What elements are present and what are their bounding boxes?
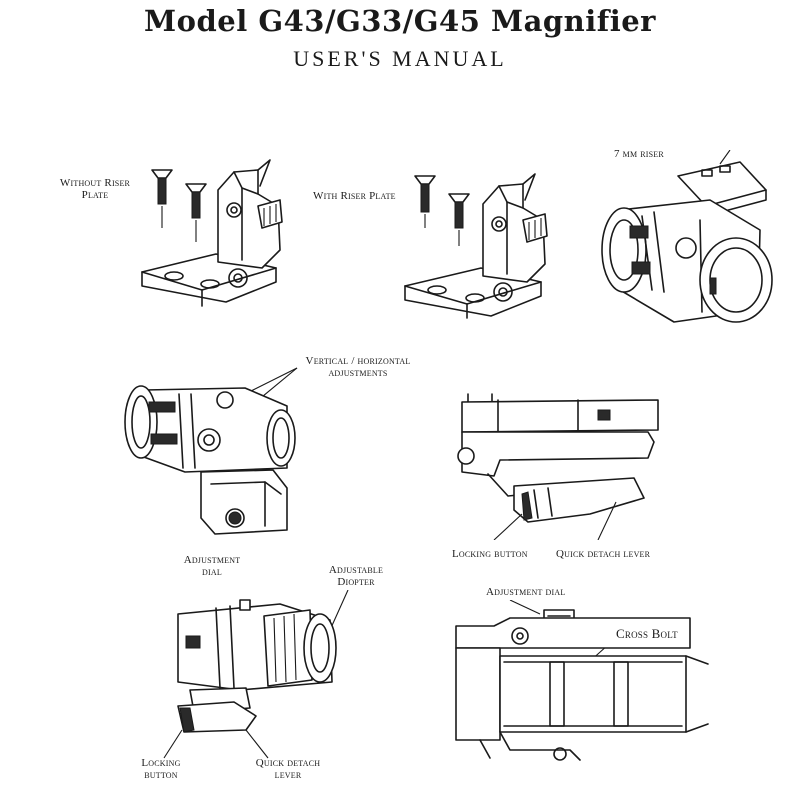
- vh-adjustments-label: Vertical / horizontal adjustments: [300, 355, 416, 379]
- manual-title: Model G43/G33/G45 Magnifier: [144, 4, 656, 38]
- label-line: dial: [202, 566, 222, 578]
- screw-icon: [448, 193, 470, 246]
- magnifier-adjustments-drawing: [124, 367, 298, 535]
- label-line: Without Riser: [59, 177, 131, 189]
- label-line: Locking: [141, 757, 181, 769]
- cross-bolt-mount-drawing: [455, 600, 709, 761]
- label-line: lever: [274, 769, 302, 781]
- locking-button-top-label: Locking button: [452, 548, 528, 560]
- magnifier-diopter-drawing: [163, 590, 349, 759]
- riser-7mm-label: 7 mm riser: [614, 148, 664, 160]
- locking-button-bottom-label: Locking button: [136, 757, 186, 781]
- label-line: adjustments: [328, 367, 388, 379]
- screw-icon: [185, 183, 207, 242]
- mount-with-riser-drawing: [404, 173, 548, 319]
- adjustable-diopter-label: Adjustable Diopter: [326, 564, 386, 588]
- screw-icon: [151, 169, 173, 228]
- label-line: Adjustment: [183, 554, 241, 566]
- manual-subtitle: USER'S MANUAL: [293, 46, 507, 71]
- quick-detach-top-label: Quick detach lever: [556, 548, 651, 560]
- label-line: button: [144, 769, 178, 781]
- screw-icon: [414, 175, 436, 228]
- cross-bolt-label: Cross Bolt: [616, 626, 678, 641]
- adjustment-dial-right-label: Adjustment dial: [486, 586, 566, 598]
- with-riser-label: With Riser Plate: [313, 190, 396, 202]
- adjustment-dial-label: Adjustment dial: [172, 554, 252, 578]
- label-line: Plate: [81, 189, 109, 201]
- label-line: Adjustable: [328, 564, 384, 576]
- magnifier-with-riser-drawing: [601, 150, 773, 323]
- quick-detach-bottom-label: Quick detach lever: [248, 757, 328, 781]
- label-line: Vertical / horizontal: [305, 355, 411, 367]
- without-riser-label: Without Riser Plate: [50, 177, 140, 201]
- mount-without-riser-drawing: [141, 159, 283, 307]
- label-line: Diopter: [337, 576, 375, 588]
- quick-detach-mount-drawing: [457, 393, 659, 540]
- label-line: Quick detach: [255, 757, 321, 769]
